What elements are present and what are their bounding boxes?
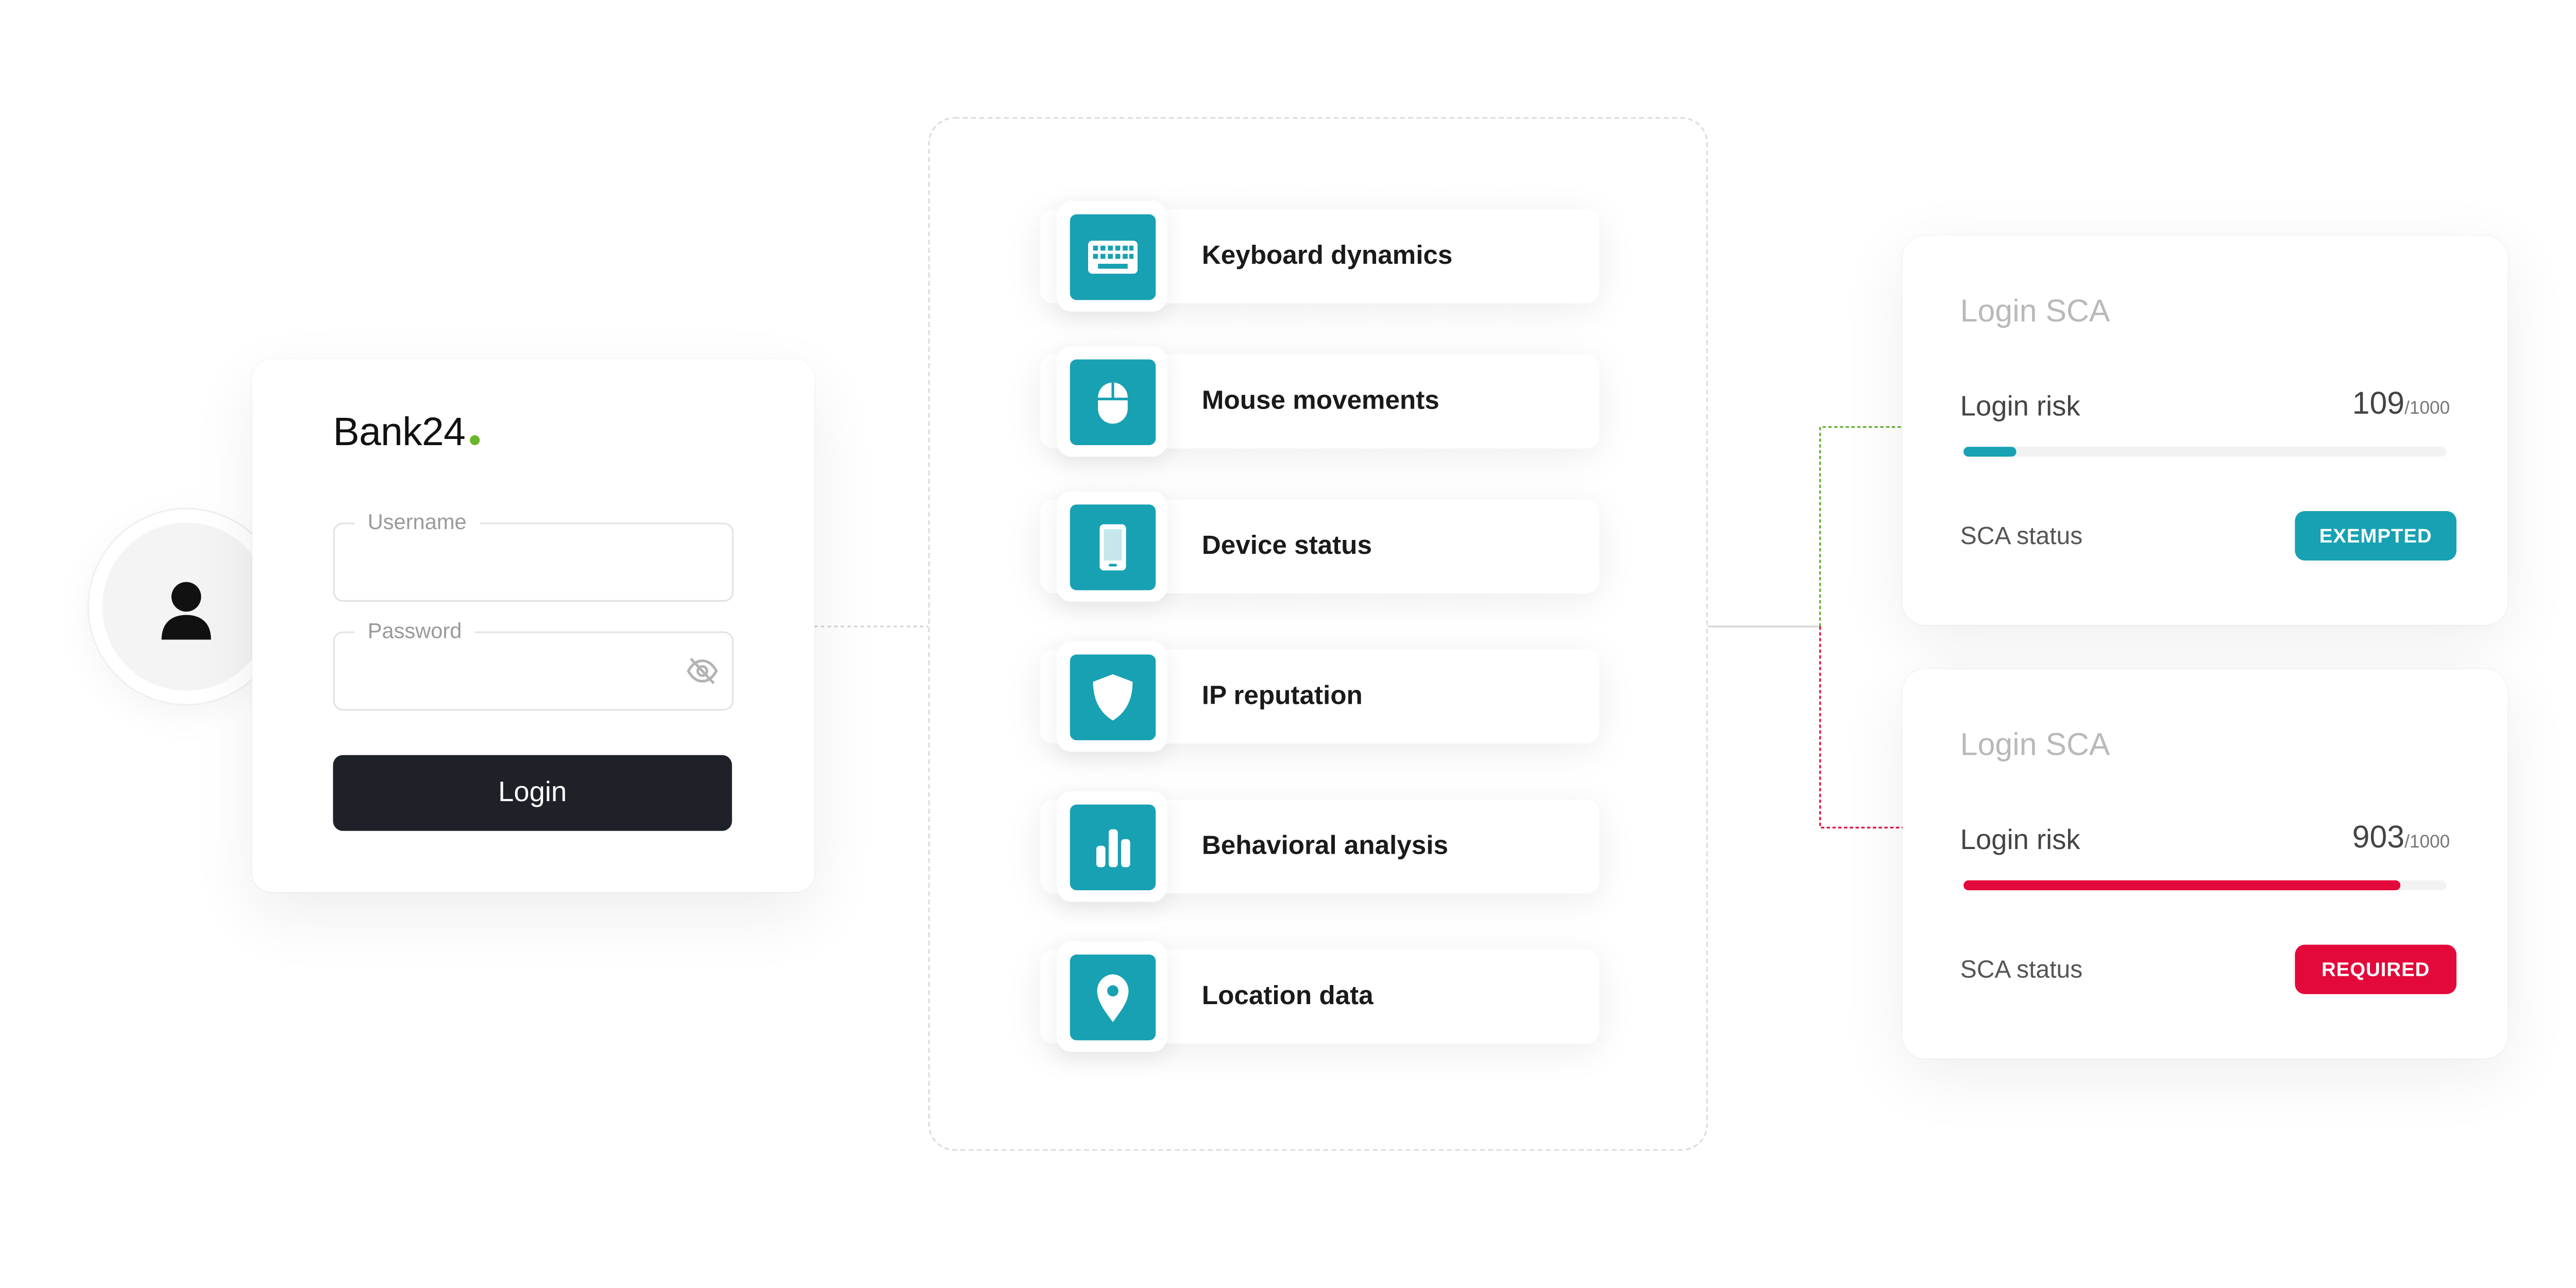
sca-status-label: SCA status <box>1960 956 2083 985</box>
factor-keyboard-dynamics: Keyboard dynamics <box>1040 201 1599 312</box>
connector-to-required-card <box>1819 626 1903 829</box>
eye-off-icon[interactable] <box>686 656 719 686</box>
risk-progress-bar <box>1963 447 2447 457</box>
sca-status-badge: EXEMPTED <box>2295 511 2456 561</box>
factor-label: IP reputation <box>1201 682 1363 711</box>
username-label: Username <box>354 509 480 534</box>
risk-progress-fill <box>1963 880 2400 890</box>
location-pin-icon <box>1097 974 1129 1022</box>
risk-progress-fill <box>1963 447 2016 457</box>
risk-label: Login risk <box>1960 824 2080 856</box>
factor-label: Mouse movements <box>1201 387 1439 416</box>
shield-icon <box>1093 674 1133 721</box>
risk-progress-bar <box>1963 880 2447 890</box>
factor-label: Device status <box>1201 532 1372 561</box>
username-field[interactable]: Username <box>333 509 734 602</box>
user-avatar <box>89 509 284 704</box>
factor-location-data: Location data <box>1040 941 1599 1052</box>
brand-logo: Bank24 <box>333 411 480 457</box>
bar-chart-icon <box>1096 829 1130 868</box>
sca-result-card-exempted: Login SCA Login risk 109/1000 SCA status… <box>1902 235 2508 625</box>
risk-score: 109/1000 <box>2352 387 2450 422</box>
factor-behavioral-analysis: Behavioral analysis <box>1040 791 1599 902</box>
sca-status-label: SCA status <box>1960 522 2083 551</box>
user-icon <box>161 582 211 640</box>
factor-device-status: Device status <box>1040 491 1599 602</box>
mouse-icon <box>1098 382 1128 424</box>
login-card: Bank24 Username Password Login <box>252 359 815 892</box>
keyboard-icon <box>1088 241 1138 274</box>
connector-to-exempted-card <box>1819 426 1903 627</box>
sca-result-card-required: Login SCA Login risk 903/1000 SCA status… <box>1902 669 2508 1059</box>
sca-card-title: Login SCA <box>1960 295 2110 330</box>
brand-dot <box>470 435 480 445</box>
password-label: Password <box>354 618 475 643</box>
sca-status-badge: REQUIRED <box>2295 944 2456 994</box>
factor-label: Location data <box>1201 982 1374 1011</box>
risk-label: Login risk <box>1960 391 2080 422</box>
factor-label: Keyboard dynamics <box>1201 242 1453 270</box>
smartphone-icon <box>1099 524 1126 571</box>
login-button[interactable]: Login <box>333 755 732 831</box>
password-field[interactable]: Password <box>333 618 734 711</box>
factor-ip-reputation: IP reputation <box>1040 641 1599 752</box>
factor-mouse-movements: Mouse movements <box>1040 346 1599 457</box>
risk-score: 903/1000 <box>2352 821 2450 856</box>
factor-label: Behavioral analysis <box>1201 833 1448 861</box>
sca-card-title: Login SCA <box>1960 728 2110 764</box>
